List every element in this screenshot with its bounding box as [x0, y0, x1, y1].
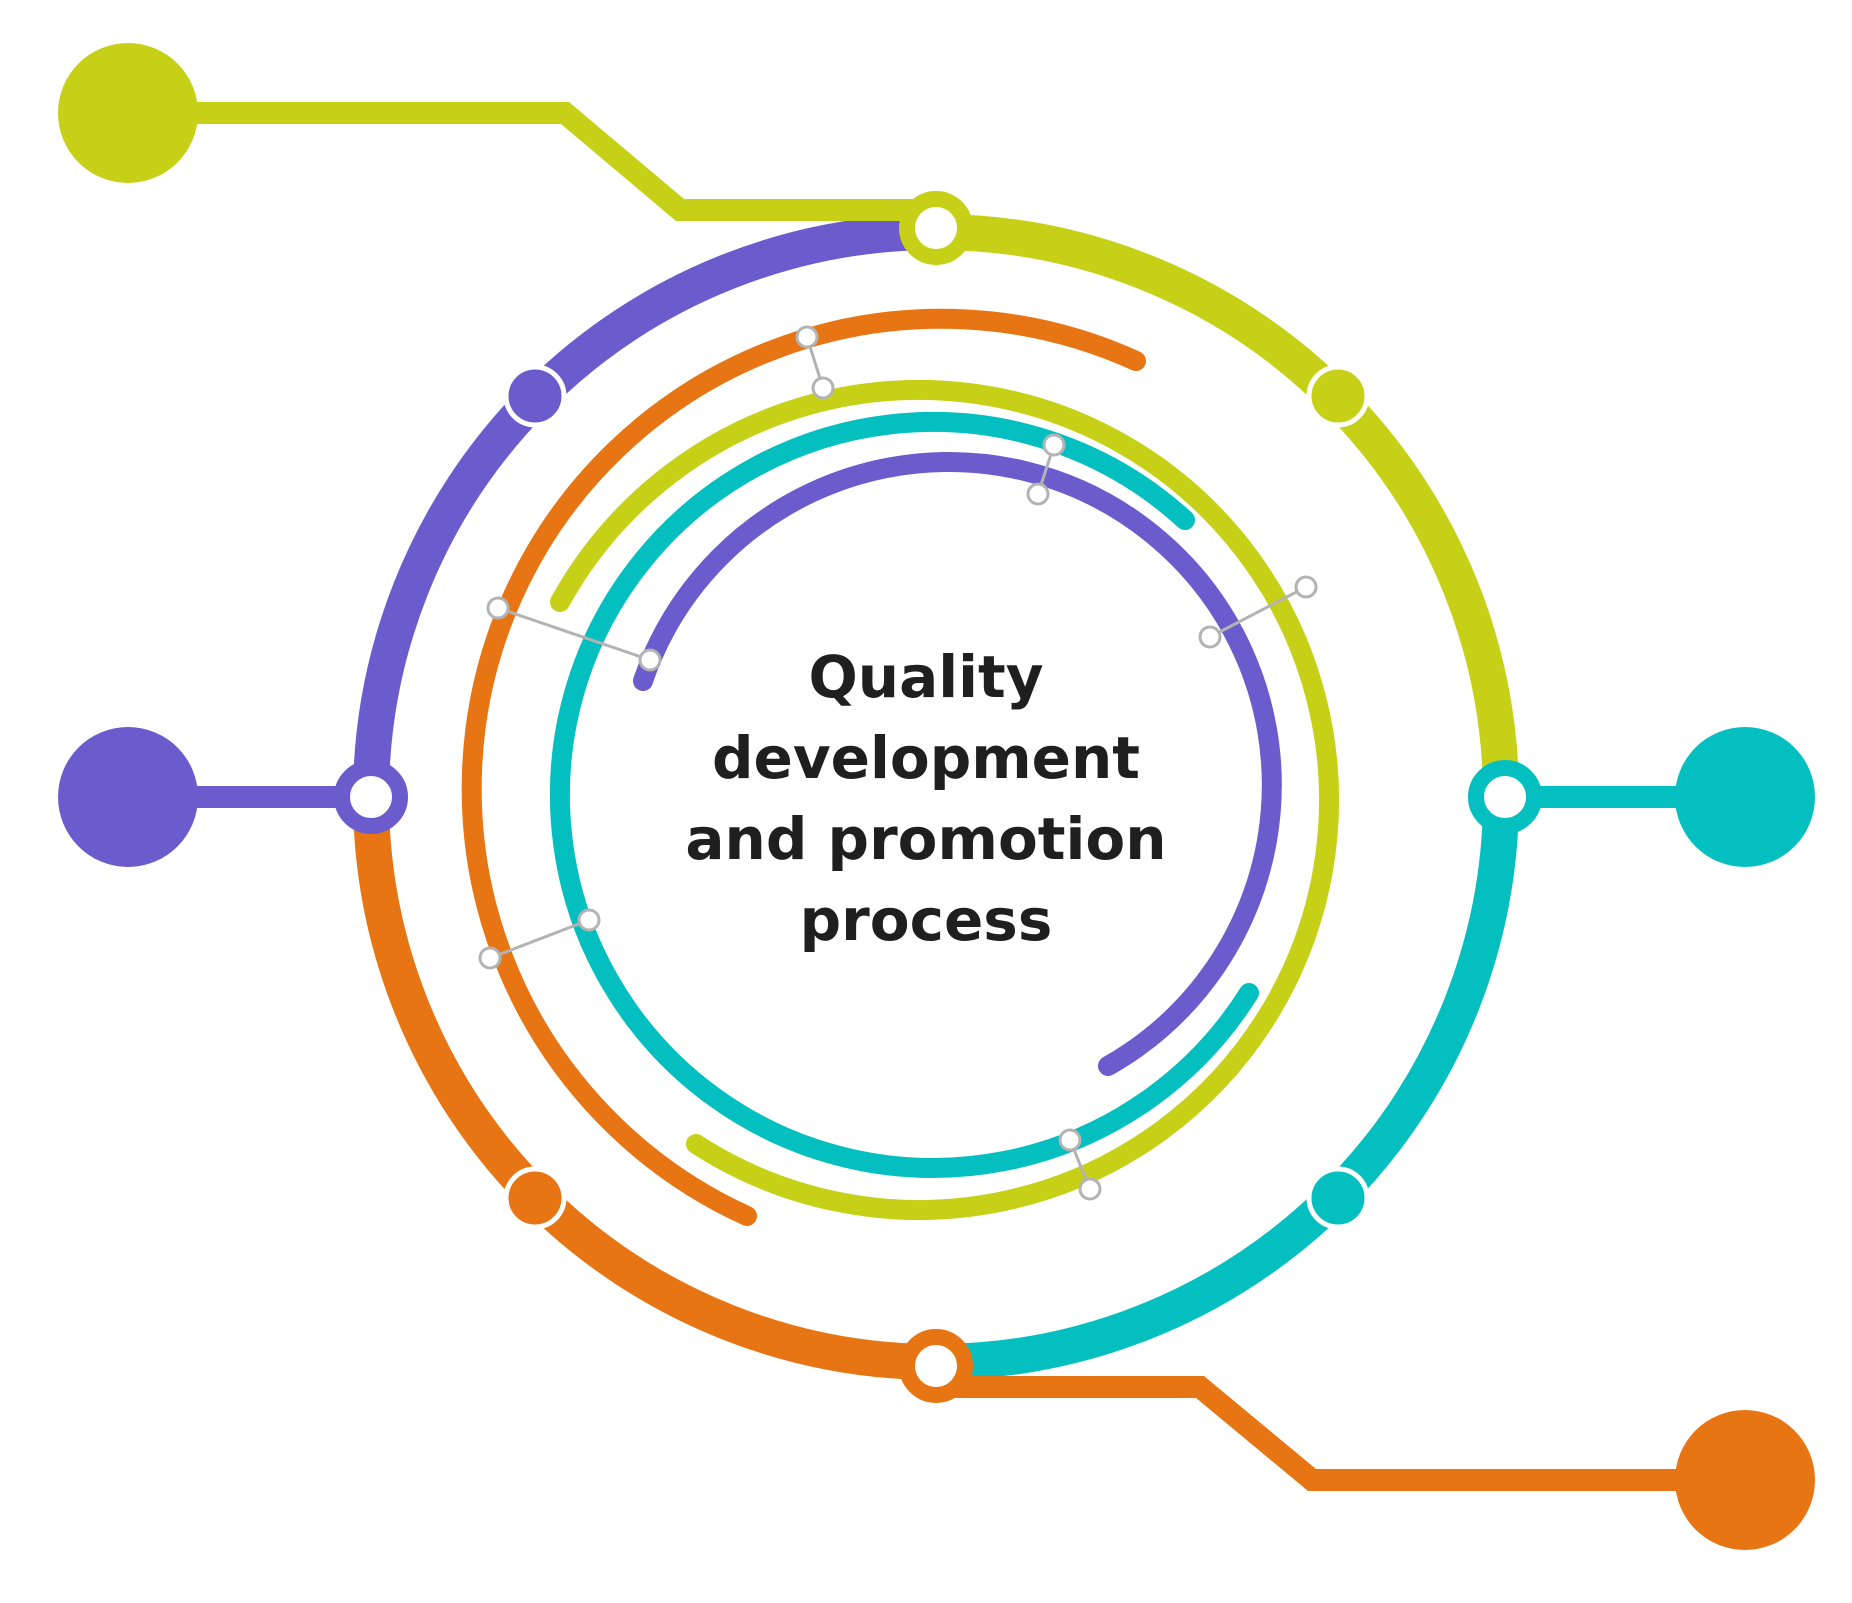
link-node-icon [638, 648, 662, 672]
center-title: Quality development and promotion proces… [685, 643, 1166, 954]
link-node-icon [1026, 482, 1050, 506]
dot-upper-right-icon [1306, 364, 1370, 428]
inner-arc-orange [461, 308, 1146, 1226]
inner-arcs [461, 308, 1339, 1226]
link-node-icon [478, 946, 502, 970]
inner-arc-lime [550, 379, 1339, 1220]
dot-lower-right-icon [1306, 1166, 1370, 1230]
endpoint-lime-icon [58, 43, 198, 183]
endpoint-circles [58, 43, 1815, 1550]
link-node-icon [486, 596, 510, 620]
link-node-icon [795, 325, 819, 349]
link-node-icon [811, 376, 835, 400]
ring-dots [503, 364, 1370, 1230]
title-line-2: development [712, 724, 1140, 792]
outer-arc-purple [353, 214, 937, 798]
endpoint-teal-icon [1675, 727, 1815, 867]
dot-lower-left-icon [503, 1166, 567, 1230]
link-node-icon [1042, 433, 1066, 457]
outer-arc-orange [353, 796, 937, 1380]
link-connectors [478, 325, 1318, 1201]
title-line-1: Quality [808, 643, 1043, 711]
junction-rings [334, 191, 1542, 1403]
junction-left-icon [334, 760, 408, 834]
dot-upper-left-icon [503, 364, 567, 428]
endpoint-orange-icon [1675, 1410, 1815, 1550]
junction-top-icon [899, 191, 973, 265]
inner-arc-purple [633, 451, 1282, 1076]
link-node-icon [577, 908, 601, 932]
link-node-icon [1198, 625, 1222, 649]
link-node-icon [1294, 575, 1318, 599]
title-line-3: and promotion [685, 805, 1166, 873]
inner-arc-teal [549, 411, 1259, 1178]
link-node-icon [1078, 1177, 1102, 1201]
junction-bottom-icon [899, 1329, 973, 1403]
junction-right-icon [1468, 760, 1542, 834]
endpoint-purple-icon [58, 727, 198, 867]
branch-line-lime [130, 102, 936, 221]
branch-line-orange [936, 1376, 1745, 1491]
title-line-4: process [800, 886, 1053, 954]
link-node-icon [1058, 1128, 1082, 1152]
